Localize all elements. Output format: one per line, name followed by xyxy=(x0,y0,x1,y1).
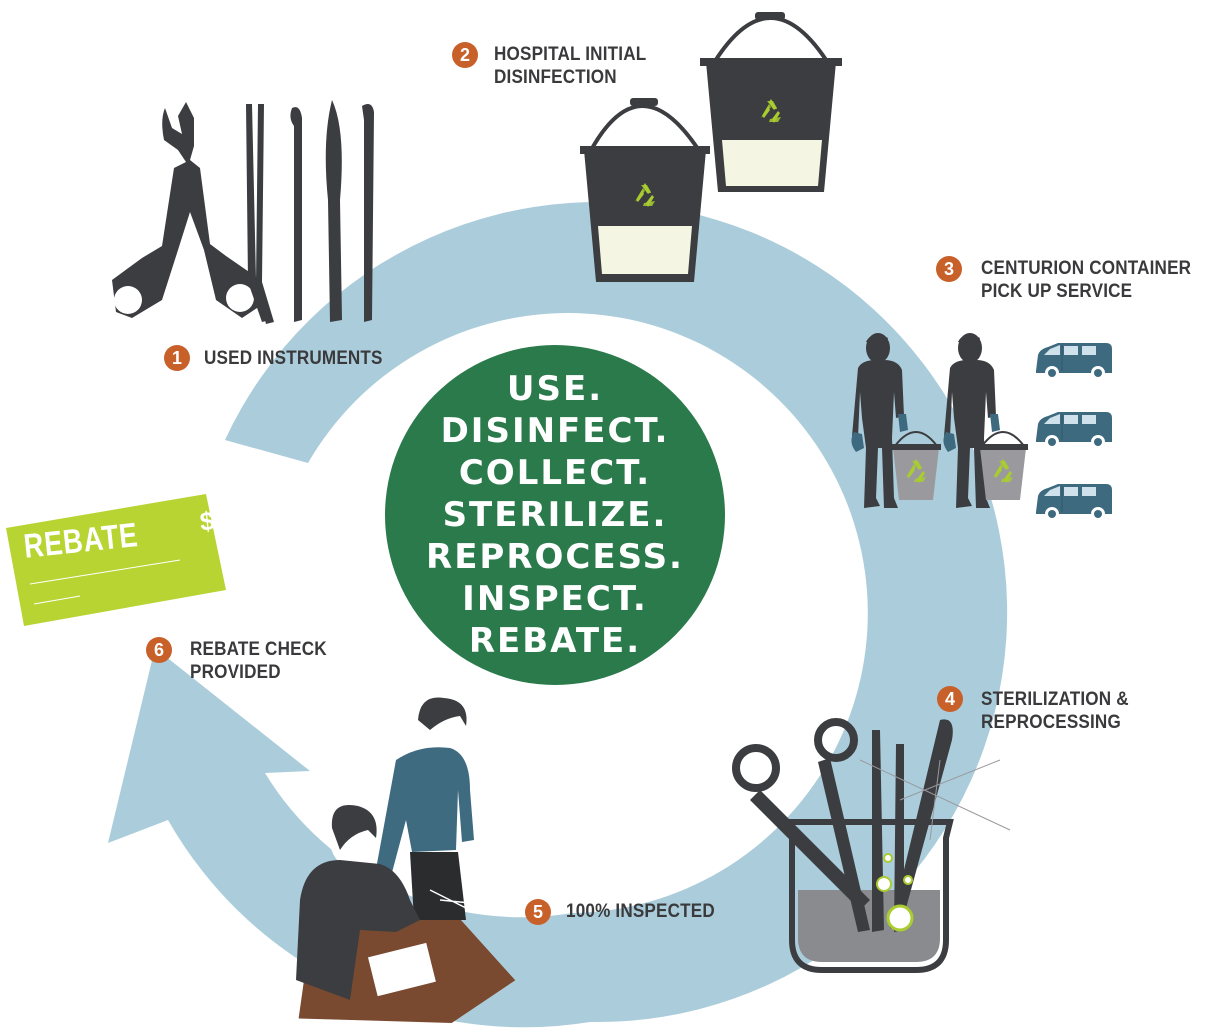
van-icon xyxy=(1035,342,1113,381)
step-5-label: 100% INSPECTED xyxy=(566,900,715,923)
inspector-icon xyxy=(296,697,516,1023)
dollar-icon: $ xyxy=(198,505,216,537)
step-2-label: HOSPITAL INITIAL DISINFECTION xyxy=(494,43,646,89)
step-5-label-line: 100% INSPECTED xyxy=(566,901,715,922)
rebate-check-icon xyxy=(6,494,226,626)
step-2-label-line: DISINFECTION xyxy=(494,67,617,88)
center-line: INSPECT. xyxy=(462,579,648,619)
disinfection-bucket-icon xyxy=(580,98,710,282)
step-6-label: REBATE CHECK PROVIDED xyxy=(190,638,327,684)
van-icon xyxy=(1035,483,1113,522)
step-2-badge: 2 xyxy=(452,42,478,68)
center-summary: USE. DISINFECT. COLLECT. STERILIZE. REPR… xyxy=(385,345,725,685)
surgical-instruments-icon xyxy=(112,100,374,324)
center-line: DISINFECT. xyxy=(440,411,670,451)
cycle-arrow xyxy=(108,202,1008,1028)
sterilization-beaker-icon xyxy=(732,718,1011,973)
disinfection-bucket-icon xyxy=(700,12,842,192)
step-3-label-line: PICK UP SERVICE xyxy=(981,281,1133,302)
step-2-label-line: HOSPITAL INITIAL xyxy=(494,44,647,65)
step-6-label-line: PROVIDED xyxy=(190,662,281,683)
step-1-label-line: USED INSTRUMENTS xyxy=(204,348,383,369)
step-4-badge: 4 xyxy=(937,686,963,712)
van-icon xyxy=(1035,411,1113,450)
step-3-label: CENTURION CONTAINER PICK UP SERVICE xyxy=(981,257,1191,303)
step-4-label-line: REPROCESSING xyxy=(981,712,1121,733)
step-1-badge: 1 xyxy=(164,345,190,371)
center-line: STERILIZE. xyxy=(442,495,668,535)
center-line: REBATE. xyxy=(468,621,642,661)
step-6-label-line: REBATE CHECK xyxy=(190,639,327,660)
step-5-badge: 5 xyxy=(525,899,551,925)
center-line: REPROCESS. xyxy=(426,537,684,577)
step-3-badge: 3 xyxy=(936,256,962,282)
center-line: COLLECT. xyxy=(458,453,652,493)
step-1-label: USED INSTRUMENTS xyxy=(204,347,383,370)
center-line: USE. xyxy=(506,369,604,409)
step-4-label: STERILIZATION & REPROCESSING xyxy=(981,688,1129,734)
center-circle xyxy=(385,345,725,685)
step-6-badge: 6 xyxy=(146,637,172,663)
step-4-label-line: STERILIZATION & xyxy=(981,689,1129,710)
step-3-label-line: CENTURION CONTAINER xyxy=(981,258,1192,279)
